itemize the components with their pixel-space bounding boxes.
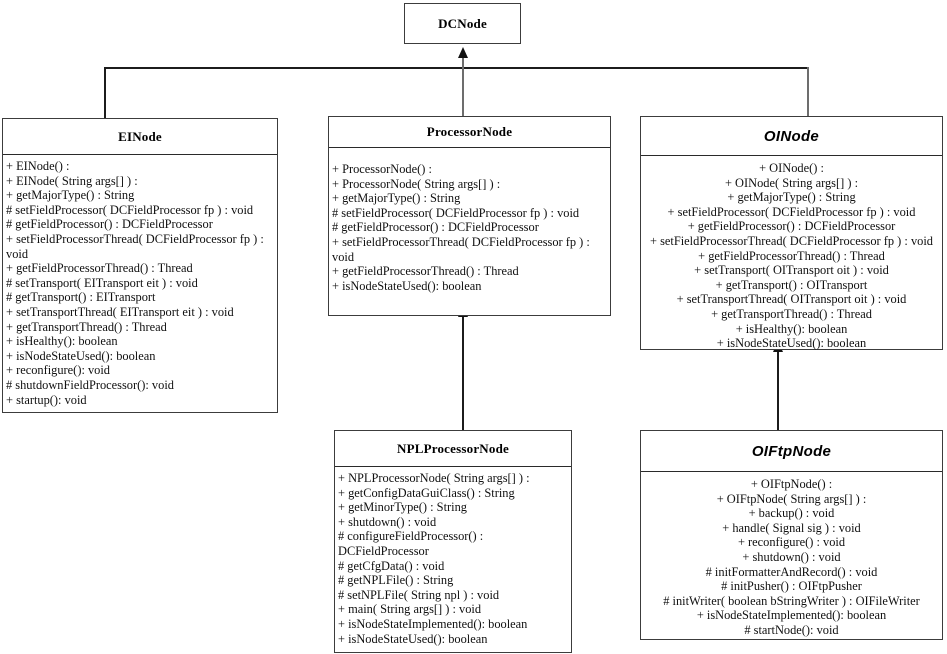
member-item: + isNodeStateUsed(): boolean <box>6 348 156 363</box>
class-name-oinode: OINode <box>641 117 942 156</box>
member-item: # setNPLFile( String npl ) : void <box>338 587 500 602</box>
member-item: + EINode() : <box>6 159 70 173</box>
member-item: + getMinorType() : String <box>338 500 467 515</box>
member-item: + ProcessorNode( String args[] ) : <box>332 176 501 191</box>
member-item: # getFieldProcessor() : DCFieldProcessor <box>6 217 213 232</box>
member-item: + setTransportThread( EITransport eit ) … <box>6 304 234 319</box>
member-item: + startup(): void <box>6 392 87 407</box>
generalization-line-oiftpnode <box>777 350 779 430</box>
class-box-nplprocessornode[interactable]: NPLProcessorNode + NPLProcessorNode( Str… <box>334 430 572 653</box>
generalization-arrowhead-dcnode <box>458 47 468 58</box>
generalization-line-einode <box>104 67 106 119</box>
member-list-oiftpnode: + OIFtpNode() : + OIFtpNode( String args… <box>641 472 942 642</box>
member-item: # getFieldProcessor() : DCFieldProcessor <box>332 220 539 235</box>
class-name-dcnode: DCNode <box>438 15 487 31</box>
class-box-oiftpnode[interactable]: OIFtpNode + OIFtpNode() : + OIFtpNode( S… <box>640 430 943 640</box>
generalization-line-processornode <box>462 67 464 119</box>
member-item: + getFieldProcessorThread() : Thread <box>698 248 885 263</box>
member-item: + backup() : void <box>748 506 835 521</box>
member-list-oinode: + OINode() : + OINode( String args[] ) :… <box>641 156 942 355</box>
member-item: + getMajorType() : String <box>332 191 461 206</box>
member-item: + OINode( String args[] ) : <box>724 175 859 190</box>
member-item: + reconfigure() : void <box>737 535 846 550</box>
class-box-oinode[interactable]: OINode + OINode() : + OINode( String arg… <box>640 116 943 350</box>
member-item: + reconfigure(): void <box>6 363 111 378</box>
generalization-line-nplprocessornode <box>462 316 464 430</box>
class-box-dcnode[interactable]: DCNode <box>404 3 521 44</box>
member-item: + ProcessorNode() : <box>332 162 432 176</box>
member-item: # configureFieldProcessor() : DCFieldPro… <box>338 529 484 558</box>
class-name-processornode: ProcessorNode <box>329 117 610 148</box>
member-item: + isNodeStateUsed(): boolean <box>332 278 482 293</box>
class-name-oiftpnode: OIFtpNode <box>641 431 942 472</box>
class-name-einode: EINode <box>3 119 277 155</box>
member-item: # shutdownFieldProcessor(): void <box>6 377 174 392</box>
member-item: # startNode(): void <box>744 622 839 637</box>
member-item: + getFieldProcessor() : DCFieldProcessor <box>687 219 896 234</box>
member-item: # setFieldProcessor( DCFieldProcessor fp… <box>6 202 254 217</box>
member-list-nplprocessornode: + NPLProcessorNode( String args[] ) : + … <box>335 467 571 650</box>
member-item: + getMajorType() : String <box>727 190 856 205</box>
member-item: + isHealthy(): boolean <box>735 321 848 336</box>
class-name-nplprocessornode: NPLProcessorNode <box>335 431 571 467</box>
class-box-processornode[interactable]: ProcessorNode + ProcessorNode() : + Proc… <box>328 116 611 316</box>
member-item: + setTransportThread( OITransport oit ) … <box>676 292 907 307</box>
member-item: + shutdown() : void <box>742 549 841 564</box>
generalization-line-oinode <box>807 67 809 117</box>
member-item: + setFieldProcessor( DCFieldProcessor fp… <box>667 204 916 219</box>
member-item: # getTransport() : EITransport <box>6 290 156 305</box>
member-item: + isNodeStateUsed(): boolean <box>338 631 488 646</box>
member-item: + handle( Signal sig ) : void <box>722 520 861 535</box>
class-box-einode[interactable]: EINode + EINode() : + EINode( String arg… <box>2 118 278 413</box>
generalization-bus-line <box>104 67 809 69</box>
member-item: + OIFtpNode() : <box>750 477 833 491</box>
member-item: + getMajorType() : String <box>6 188 135 203</box>
member-item: + getTransportThread() : Thread <box>711 306 872 321</box>
member-list-processornode: + ProcessorNode() : + ProcessorNode( Str… <box>329 148 610 297</box>
member-item: + main( String args[] ) : void <box>338 602 482 617</box>
member-item: + setFieldProcessorThread( DCFieldProces… <box>6 231 264 261</box>
member-item: + isHealthy(): boolean <box>6 334 118 349</box>
member-item: + getConfigDataGuiClass() : String <box>338 485 515 500</box>
member-item: # setFieldProcessor( DCFieldProcessor fp… <box>332 205 580 220</box>
member-item: # initPusher() : OIFtpPusher <box>721 579 862 594</box>
member-item: + getTransport() : OITransport <box>715 277 868 292</box>
member-item: + isNodeStateUsed(): boolean <box>716 336 867 351</box>
member-item: + isNodeStateImplemented(): boolean <box>696 608 887 623</box>
member-item: + getFieldProcessorThread() : Thread <box>6 261 193 276</box>
member-item: + OINode() : <box>759 161 824 175</box>
member-item: + setFieldProcessorThread( DCFieldProces… <box>650 233 933 248</box>
member-item: # initFormatterAndRecord() : void <box>705 564 878 579</box>
member-item: + shutdown() : void <box>338 514 437 529</box>
member-item: + NPLProcessorNode( String args[] ) : <box>338 471 530 485</box>
member-item: + getFieldProcessorThread() : Thread <box>332 264 519 279</box>
member-item: + setFieldProcessorThread( DCFieldProces… <box>332 234 590 264</box>
member-item: + isNodeStateImplemented(): boolean <box>338 616 528 631</box>
member-item: + getTransportThread() : Thread <box>6 319 167 334</box>
member-item: + EINode( String args[] ) : <box>6 173 138 188</box>
member-item: # getCfgData() : void <box>338 558 445 573</box>
member-item: + OIFtpNode( String args[] ) : <box>716 491 867 506</box>
member-item: + setTransport( OITransport oit ) : void <box>694 263 889 278</box>
member-list-einode: + EINode() : + EINode( String args[] ) :… <box>3 155 277 411</box>
member-item: # initWriter( boolean bStringWriter ) : … <box>663 593 920 608</box>
member-item: # getNPLFile() : String <box>338 573 454 588</box>
member-item: # setTransport( EITransport eit ) : void <box>6 275 198 290</box>
